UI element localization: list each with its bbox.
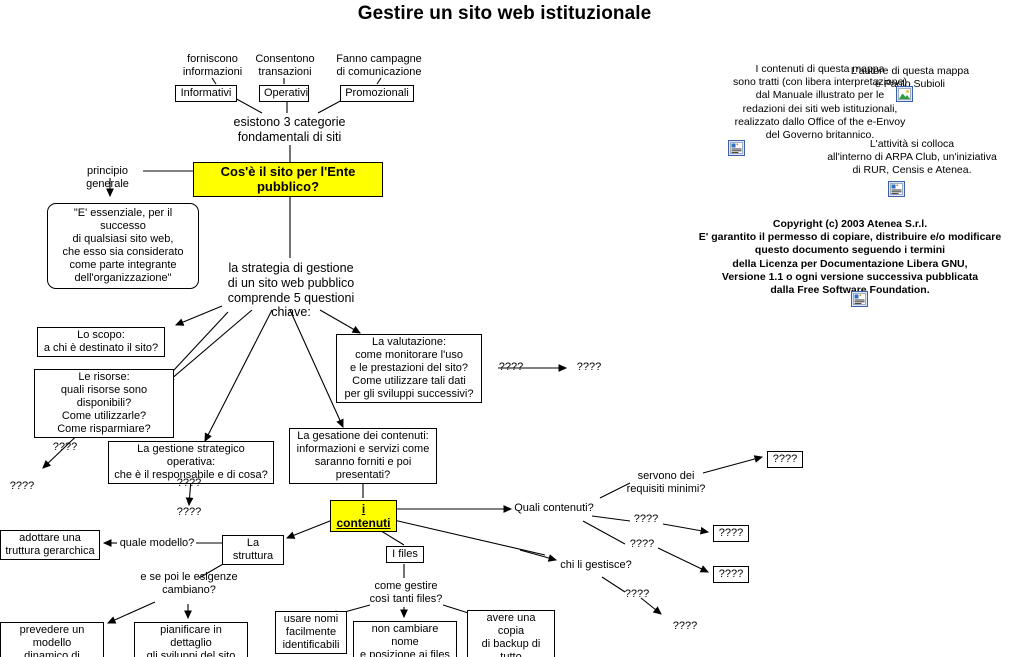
picture-icon[interactable] [896,86,913,102]
node-non-cambiare-nome[interactable]: non cambiare nome e posizione ai files [353,621,457,657]
node-pianificare-sviluppi[interactable]: pianificare in dettaglio gli sviluppi de… [134,622,248,657]
node-promozionali[interactable]: Promozionali [340,85,414,102]
label-risorse-target: ???? [9,480,35,492]
node-informativi[interactable]: Informativi [175,85,237,102]
node-quali-target-2[interactable]: ???? [713,525,749,542]
label-come-gestire-files: come gestire così tanti files? [369,580,443,605]
label-quali-contenuti: Quali contenuti? [514,502,594,514]
note-autore: L'autore di questa mappa è Paolo Subioli [850,65,970,91]
label-consentono-transazioni: Consentono transazioni [255,53,315,78]
page-title: Gestire un sito web istituzionale [357,3,652,24]
document-icon[interactable] [888,181,905,197]
note-contenuti-mappa: I contenuti di questa mappa sono tratti … [733,63,907,142]
label-gestione-link: ???? [176,477,202,489]
note-attivita-arpa-club: L'attività si colloca all'interno di ARP… [827,138,997,177]
label-fanno-campagne: Fanno campagne di comunicazione [336,53,422,78]
label-strategia-gestione: la strategia di gestione di un sito web … [227,261,355,320]
node-requisiti-target[interactable]: ???? [767,451,803,468]
note-copyright: Copyright (c) 2003 Atenea S.r.l. E' gara… [698,218,1002,297]
node-lo-scopo[interactable]: Lo scopo: a chi è destinato il sito? [37,327,165,357]
node-usare-nomi[interactable]: usare nomi facilmente identificabili [275,611,347,654]
node-operativi[interactable]: Operativi [259,85,309,102]
label-risorse-link: ???? [52,441,78,453]
node-e-essenziale[interactable]: "E' essenziale, per il successo di quals… [47,203,199,289]
node-la-struttura[interactable]: La struttura [222,535,284,565]
node-avere-copia-backup[interactable]: avere una copia di backup di tutto il si… [467,610,555,657]
label-gestione-target: ???? [176,506,202,518]
label-chi-link: ???? [624,588,650,600]
node-gestione-strategico-operativa[interactable]: La gestione strategico operativa: che è … [108,441,274,484]
node-i-files[interactable]: I files [386,546,424,563]
node-la-valutazione[interactable]: La valutazione: come monitorare l'uso e … [336,334,482,403]
document-icon[interactable] [728,140,745,156]
label-chi-target: ???? [672,620,698,632]
node-root-cose-il-sito[interactable]: Cos'è il sito per l'Ente pubblico? [193,162,383,197]
label-valutazione-link: ???? [498,361,524,373]
label-quali-link-2: ???? [633,513,659,525]
label-quali-link-3: ???? [629,538,655,550]
label-servono-requisiti-minimi: servono dei requisiti minimi? [626,470,706,495]
node-adottare-struttura-gerarchica[interactable]: adottare una truttura gerarchica [0,530,100,560]
document-icon[interactable] [851,291,868,307]
label-forniscono-informazioni: forniscono informazioni [182,53,243,78]
label-quale-modello: quale modello? [119,537,195,549]
node-prevedere-modello-dinamico[interactable]: prevedere un modello dinamico di gestion… [0,622,104,657]
label-esigenze-cambiano: e se poi le esigenze cambiano? [140,571,238,596]
node-gestione-dei-contenuti[interactable]: La gesatione dei contenuti: informazioni… [289,428,437,484]
node-quali-target-3[interactable]: ???? [713,566,749,583]
label-chi-li-gestisce: chi li gestisce? [560,559,632,571]
label-valutazione-target: ???? [576,361,602,373]
node-i-contenuti[interactable]: i contenuti [330,500,397,533]
label-esistono-3-categorie: esistono 3 categorie fondamentali di sit… [233,115,346,144]
label-principio-generale: principio generale [86,165,129,190]
node-le-risorse[interactable]: Le risorse: quali risorse sono disponibi… [34,369,174,438]
